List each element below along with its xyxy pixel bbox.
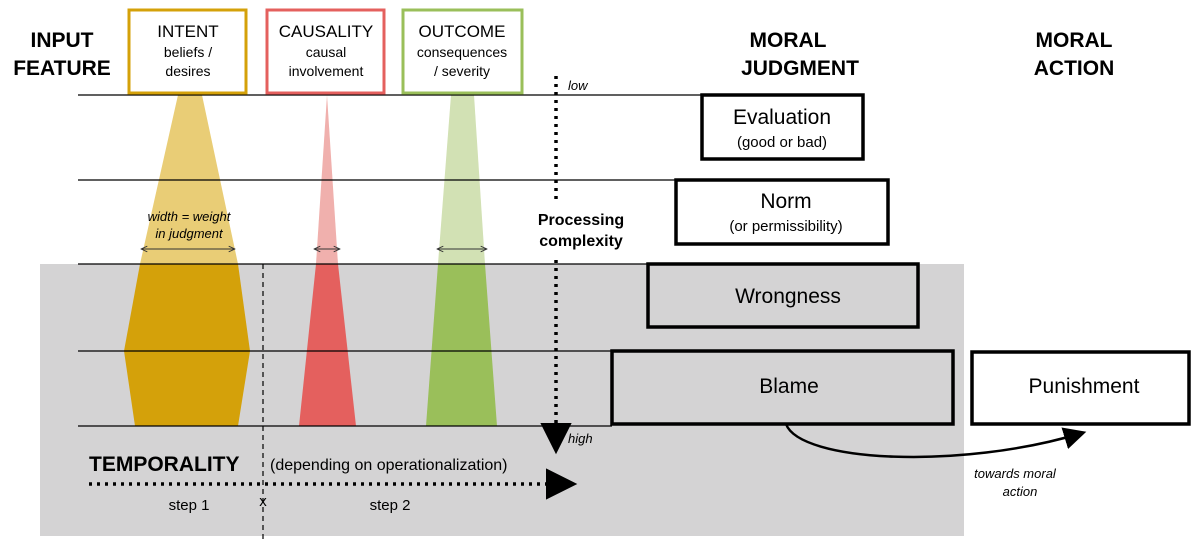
processing-label-line1: Processing <box>538 212 624 229</box>
causality-shape-dark <box>299 264 356 426</box>
input-feature-header-line2: FEATURE <box>13 57 111 80</box>
processing-label-backdrop <box>520 200 638 256</box>
intent-sub1: beliefs / <box>164 44 212 60</box>
moral-action-header-line2: ACTION <box>1034 57 1115 80</box>
evaluation-box <box>700 93 865 161</box>
intent-sub2: desires <box>165 63 210 79</box>
temporality-sub: (depending on operationalization) <box>270 457 508 474</box>
towards-moral-action-note-line1: towards moral <box>974 466 1057 481</box>
norm-title: Norm <box>760 190 811 213</box>
punishment-label: Punishment <box>1029 375 1140 398</box>
causality-title: CAUSALITY <box>279 22 373 41</box>
step2-label: step 2 <box>370 497 411 514</box>
towards-moral-action-arrow <box>784 423 1087 459</box>
wrongness-box <box>646 262 920 329</box>
blame-title: Blame <box>759 375 819 398</box>
evaluation-sub: (good or bad) <box>737 134 827 151</box>
norm-sub: (or permissibility) <box>729 218 842 235</box>
outcome-box <box>401 8 524 95</box>
step-marker-x: x <box>259 493 267 510</box>
moral-judgment-header-line1: MORAL <box>750 29 827 52</box>
towards-moral-action-note-line2: action <box>1003 484 1038 499</box>
outcome-sub1: consequences <box>417 44 507 60</box>
intent-box <box>127 8 248 95</box>
step1-label: step 1 <box>169 497 210 514</box>
causality-sub2: involvement <box>289 63 364 79</box>
input-feature-header-line1: INPUT <box>31 29 94 52</box>
moral-judgment-header-line2: JUDGMENT <box>741 57 859 80</box>
processing-label-line2: complexity <box>539 233 623 250</box>
evaluation-title: Evaluation <box>733 106 831 129</box>
blame-box <box>610 349 955 426</box>
wrongness-title: Wrongness <box>735 285 841 308</box>
intent-shape-dark <box>124 264 250 426</box>
outcome-sub2: / severity <box>434 63 490 79</box>
causality-box <box>265 8 386 95</box>
temporality-title: TEMPORALITY <box>89 453 240 476</box>
norm-box <box>674 178 890 246</box>
processing-low-label: low <box>568 78 589 93</box>
outcome-shape-dark <box>426 264 497 426</box>
causality-sub1: causal <box>306 44 346 60</box>
processing-high-label: high <box>568 431 593 446</box>
width-note-line2: in judgment <box>155 226 224 241</box>
moral-action-header-line1: MORAL <box>1036 29 1113 52</box>
outcome-title: OUTCOME <box>419 22 506 41</box>
intent-title: INTENT <box>157 22 218 41</box>
punishment-box <box>970 350 1191 426</box>
width-note-line1: width = weight <box>148 209 232 224</box>
